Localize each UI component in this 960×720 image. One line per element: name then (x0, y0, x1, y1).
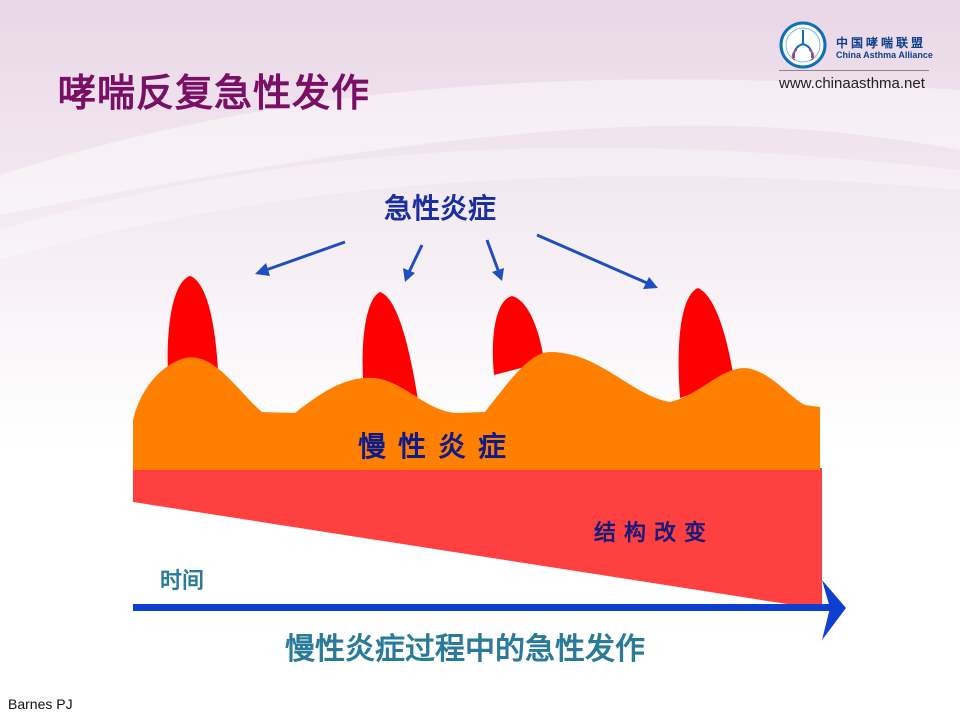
acute-spike-2 (362, 292, 418, 400)
background-swoosh-2 (0, 147, 960, 260)
arrow-line-1 (265, 240, 346, 272)
arrowhead-1 (255, 263, 270, 276)
logo-divider (779, 70, 929, 71)
logo-name-en: China Asthma Alliance (836, 50, 933, 60)
chronic-inflammation-label: 慢性炎症 (358, 430, 519, 463)
arrowhead-4 (643, 277, 658, 289)
acute-spike-4 (678, 288, 734, 398)
chronic-band (133, 352, 820, 470)
remodeling-wedge (133, 468, 822, 606)
citation: Barnes PJ (8, 696, 73, 712)
logo-url: www.chinaasthma.net (779, 75, 925, 92)
acute-arrows (255, 233, 658, 289)
structural-change-label: 结构改变 (594, 521, 715, 546)
slide-title: 哮喘反复急性发作 (58, 71, 371, 115)
time-axis-line (133, 604, 831, 611)
acute-inflammation-label: 急性炎症 (384, 192, 497, 225)
time-axis-arrowhead (822, 580, 846, 640)
arrow-line-3 (485, 239, 500, 271)
diagram-caption: 慢性炎症过程中的急性发作 (285, 632, 645, 667)
logo-name-cn: 中国哮喘联盟 (836, 36, 927, 50)
arrow-line-4 (536, 233, 648, 285)
china-asthma-alliance-logo-icon (779, 21, 827, 69)
arrowhead-3 (492, 268, 504, 281)
background-swoosh (0, 79, 960, 215)
arrowhead-2 (403, 268, 415, 282)
acute-spike-3 (492, 296, 544, 375)
time-axis-label: 时间 (160, 569, 205, 594)
acute-spike-1 (167, 276, 218, 372)
arrow-line-2 (407, 244, 424, 273)
